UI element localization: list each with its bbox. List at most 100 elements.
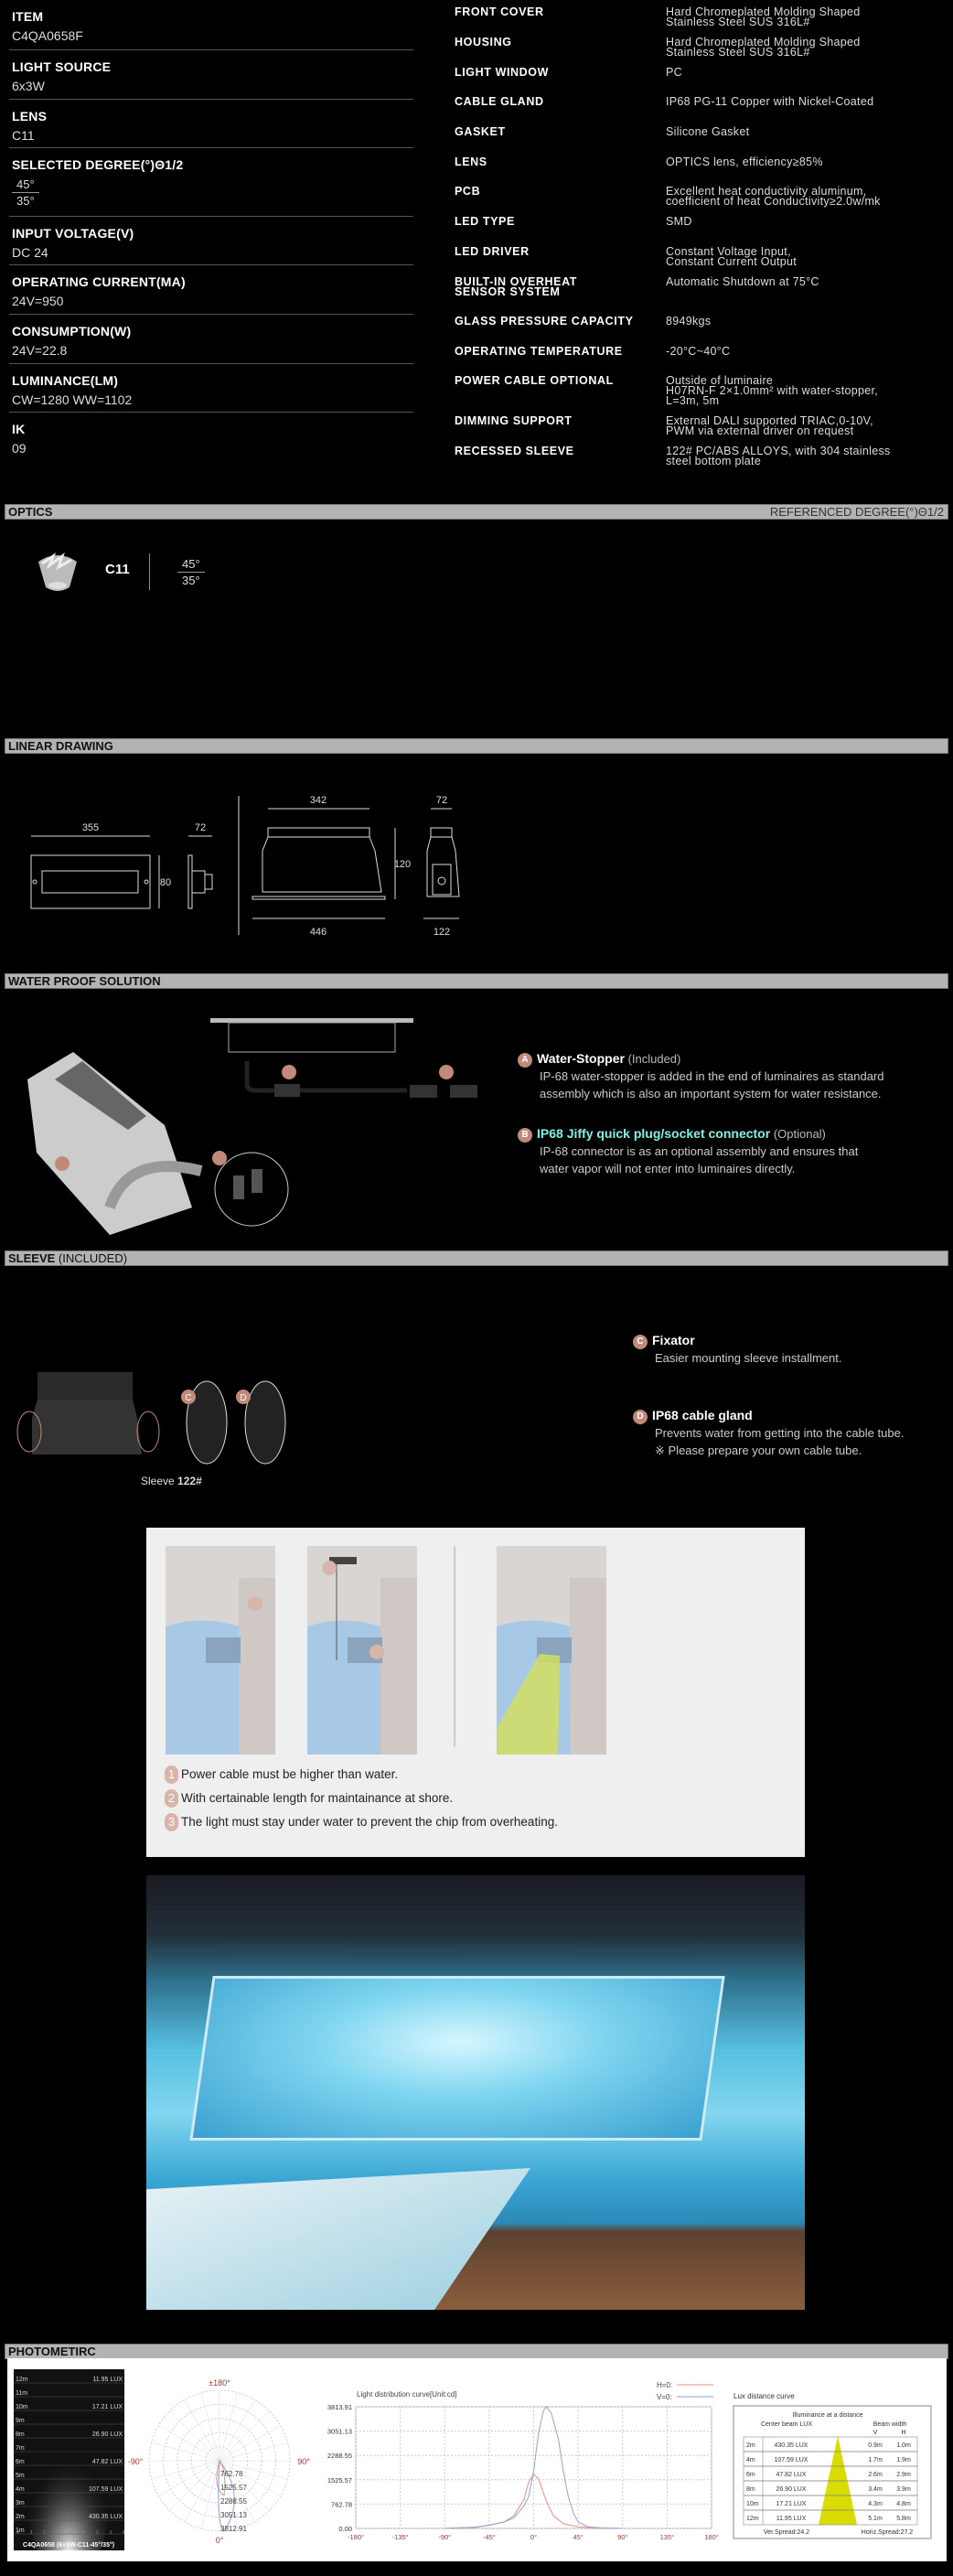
lux-value: 26.90 LUX — [92, 2431, 123, 2438]
spec-degree: 45°35° — [12, 177, 39, 209]
polar-spoke — [219, 2442, 288, 2462]
x-tick: 3 — [110, 2530, 112, 2536]
x-tick-label: -135° — [392, 2533, 409, 2541]
dim-sleeve-side-top: 72 — [436, 795, 447, 806]
spec-value: OPTICS lens, efficiency≥85% — [666, 156, 823, 168]
waterproof-illustration — [27, 1018, 477, 1235]
connector-line2: water vapor will not enter into luminair… — [540, 1162, 796, 1175]
spec-label: LIGHT WINDOW — [455, 66, 550, 79]
x-tick: 0 — [70, 2530, 72, 2536]
x-tick: 1 — [83, 2530, 86, 2536]
polar-ring-label: 3051.13 — [220, 2511, 247, 2519]
spec-row: OPERATING CURRENT(MA)24V=950 — [9, 265, 413, 315]
spec-label: INPUT VOLTAGE(V) — [12, 226, 134, 241]
polar-spoke — [219, 2460, 281, 2496]
polar-spoke — [169, 2410, 220, 2462]
polar-ring-label: 762.78 — [220, 2470, 243, 2478]
step-number: 2 — [165, 1789, 178, 1808]
spec-value: -20°C~40°C — [666, 345, 731, 358]
sleeve-header: SLEEVE (INCLUDED) — [5, 1250, 948, 1266]
lux-value: 47.82 LUX — [92, 2459, 123, 2465]
spec-value: Silicone Gasket — [666, 125, 750, 138]
polar-spoke — [169, 2460, 220, 2511]
lux-head1: Illuminance at a distance — [792, 2412, 862, 2419]
spec-label: POWER CABLE OPTIONAL — [455, 374, 614, 387]
spec-value: Automatic Shutdown at 75°C — [666, 275, 819, 288]
spec-label: CONSUMPTION(W) — [12, 324, 132, 338]
spec-label: RECESSED SLEEVE — [455, 445, 574, 457]
badge-d: D — [633, 1409, 648, 1424]
spec-label: LENS — [12, 109, 48, 123]
lux-distance: 12m — [746, 2516, 759, 2522]
lux-value: 17.21 LUX — [92, 2404, 123, 2410]
polar-spoke — [219, 2460, 270, 2511]
lux-table-title: Lux distance curve — [733, 2392, 795, 2400]
polar-series-v — [218, 2460, 235, 2532]
lux-beam-v: 5.1m — [868, 2516, 883, 2522]
polar-label-left: -90° — [128, 2457, 144, 2466]
fixator-title: Fixator — [652, 1333, 695, 1347]
spec-row: LUMINANCE(LM)CW=1280 WW=1102 — [9, 364, 413, 413]
badge-d-image: D — [240, 1393, 246, 1403]
polar-label-right: 90° — [297, 2457, 310, 2466]
connector-sub: (Optional) — [773, 1127, 826, 1141]
cable-gland-line1: Prevents water from getting into the cab… — [655, 1426, 905, 1440]
chart-title: Light distribution curve[Unit:cd] — [357, 2390, 456, 2399]
x-tick: 2 — [43, 2530, 46, 2536]
distance-label: 5m — [16, 2473, 25, 2479]
x-tick: 2 — [96, 2530, 99, 2536]
lux-row — [743, 2451, 918, 2467]
spec-value: Hard Chromeplated Molding Shaped Stainle… — [666, 5, 861, 28]
polar-spoke — [219, 2460, 239, 2529]
distance-label: 8m — [16, 2431, 25, 2438]
x-tick-label: 180° — [704, 2533, 719, 2541]
step-number: 3 — [165, 1813, 178, 1831]
x-tick-label: 90° — [617, 2533, 627, 2541]
spec-label: FRONT COVER — [455, 5, 544, 18]
step-text: Power cable must be higher than water. — [181, 1767, 399, 1781]
spec-label: ITEM — [12, 9, 44, 24]
lux-value: 11.95 LUX — [92, 2377, 123, 2383]
polar-spoke — [151, 2442, 220, 2462]
badge-a: A — [518, 1052, 532, 1068]
optics-lens: C11 — [105, 562, 130, 577]
y-tick-label: 762.78 — [331, 2500, 352, 2508]
lux-beam-v: 2.6m — [868, 2472, 883, 2478]
spec-label: BUILT-IN OVERHEAT SENSOR SYSTEM — [455, 275, 578, 298]
cable-gland-line2: ※ Please prepare your own cable tube. — [655, 1444, 862, 1457]
lux-distance: 8m — [746, 2486, 755, 2493]
lux-value: 107.59 LUX — [89, 2486, 123, 2493]
spec-value: 24V=22.8 — [12, 343, 68, 358]
spec-value: Outside of luminaire H07RN-F 2×1.0mm² wi… — [666, 374, 879, 407]
spec-value: SMD — [666, 215, 692, 228]
lux-beam-v: 1.7m — [868, 2457, 883, 2463]
pool-photo — [146, 1875, 805, 2310]
spec-value: DC 24 — [12, 245, 48, 260]
sleeve-caption-size: 122# — [177, 1475, 202, 1487]
series-line-1 — [444, 2406, 623, 2529]
spec-value: 122# PC/ABS ALLOYS, with 304 stainless s… — [666, 445, 891, 467]
beam-triangle — [819, 2436, 857, 2525]
spec-label: IK — [12, 422, 26, 436]
step-text: The light must stay under water to preve… — [181, 1815, 558, 1829]
degree-top: 45° — [12, 177, 39, 193]
lux-beam-h: 2.9m — [896, 2472, 911, 2478]
step-number: 1 — [165, 1766, 178, 1784]
polar-spoke — [158, 2460, 220, 2496]
lux-row — [743, 2509, 918, 2526]
horiz-spread: Horiz.Spread:27.2 — [862, 2529, 914, 2536]
polar-spoke — [200, 2460, 220, 2529]
lux-image-caption: C4QA0658 (6×3W-C11-45°/35°) — [23, 2541, 114, 2549]
spec-value: External DALI supported TRIAC,0-10V, PWM… — [666, 414, 873, 437]
spec-value: 8949kgs — [666, 315, 712, 327]
polar-spoke — [219, 2410, 270, 2462]
lux-head-h: H — [901, 2430, 905, 2436]
